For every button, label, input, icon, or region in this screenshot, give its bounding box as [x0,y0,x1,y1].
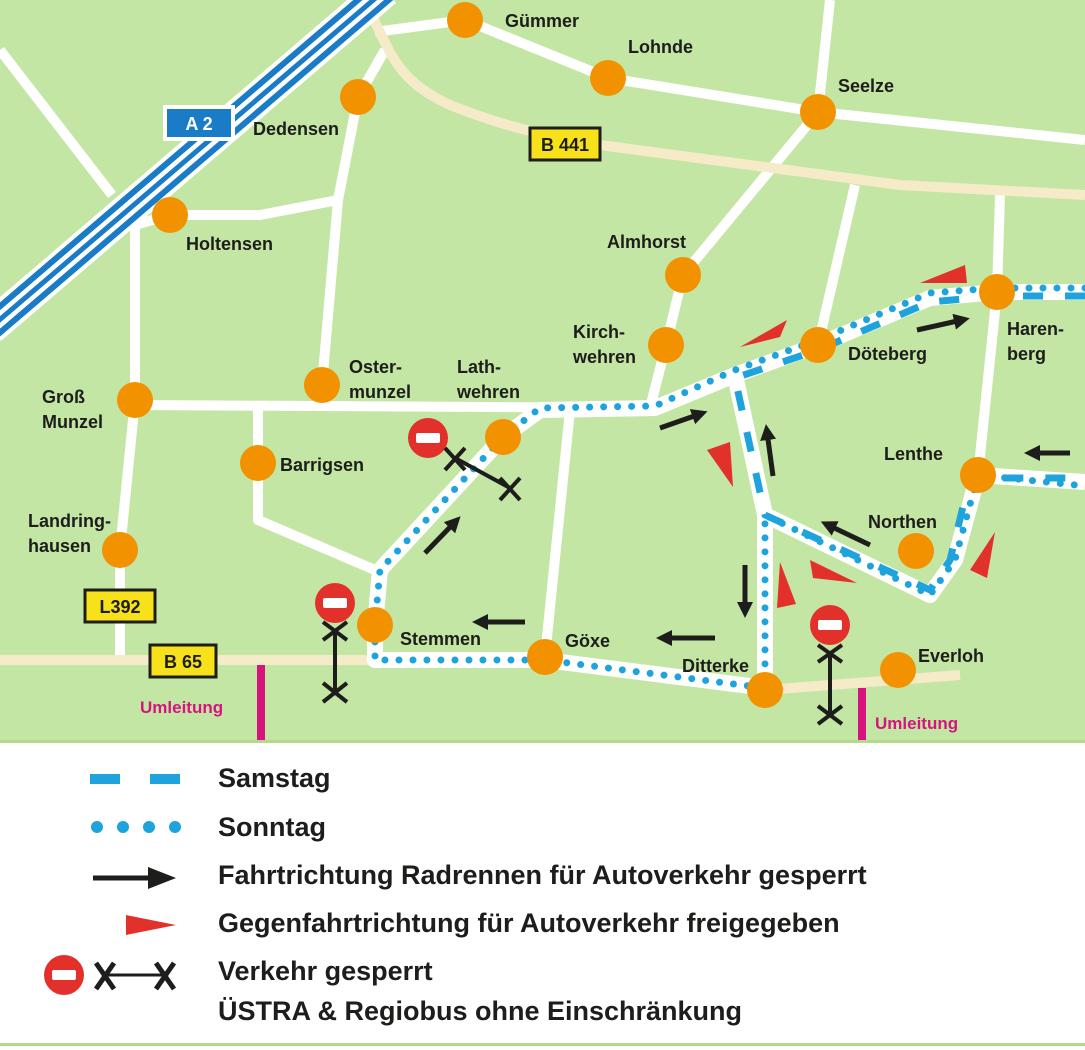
direction-arrows [423,313,1070,647]
town-harenberg-2: berg [1007,344,1046,364]
road-closures [315,418,850,726]
town-barrigsen: Barrigsen [280,455,364,475]
town-doeteberg: Döteberg [848,344,927,364]
town-lohnde: Lohnde [628,37,693,57]
detours: Umleitung Umleitung [140,665,958,740]
arrow-icon [760,424,777,477]
sign-b65: B 65 [148,643,218,679]
svg-text:L392: L392 [99,597,140,617]
town-almhorst: Almhorst [607,232,686,252]
town-gross-munzel-1: Groß [42,387,85,407]
no-entry-icon [810,605,850,645]
svg-text:B 441: B 441 [541,135,589,155]
race-route [367,284,1085,696]
sign-a2: A 2 [163,105,235,141]
no-entry-icon [315,583,355,623]
detour-label-west: Umleitung [140,698,223,717]
legend-samstag: Samstag [218,763,331,793]
town-markers [102,2,1015,708]
arrow-icon [659,409,708,431]
saturday-route [731,292,1085,594]
town-holtensen: Holtensen [186,234,273,254]
town-northen: Northen [868,512,937,532]
barrier-icon [321,446,844,726]
town-kirchwehren-2: wehren [572,347,636,367]
town-guemmer: Gümmer [505,11,579,31]
saturday-dash-icon [90,774,180,784]
closure-icon [44,955,177,995]
no-entry-icon [408,418,448,458]
town-goexe: Göxe [565,631,610,651]
legend-contra: Gegenfahrtrichtung für Autoverkehr freig… [218,908,840,938]
sign-l392: L392 [83,588,157,624]
direction-arrow-icon [93,867,176,889]
map-canvas: Gümmer Lohnde Seelze Dedensen Holtensen … [0,0,1085,740]
town-ditterke: Ditterke [682,656,749,676]
town-ostermunzel-1: Oster- [349,357,402,377]
town-gross-munzel-2: Munzel [42,412,103,432]
detour-label-east: Umleitung [875,714,958,733]
svg-text:B 65: B 65 [164,652,202,672]
motorway-a2 [0,0,397,341]
town-stemmen: Stemmen [400,629,481,649]
town-landringhausen-1: Landring- [28,511,111,531]
town-lathwehren-2: wehren [456,382,520,402]
town-harenberg-1: Haren- [1007,319,1064,339]
legend-closed-2: ÜSTRA & Regiobus ohne Einschränkung [218,996,743,1026]
town-dedensen: Dedensen [253,119,339,139]
arrow-icon [423,516,461,555]
legend-sonntag: Sonntag [218,812,326,842]
town-labels: Gümmer Lohnde Seelze Dedensen Holtensen … [28,11,1064,676]
legend-direction: Fahrtrichtung Radrennen für Autoverkehr … [218,860,867,890]
svg-text:A 2: A 2 [185,114,212,134]
town-landringhausen-2: hausen [28,536,91,556]
contra-triangle-icon [126,915,176,935]
sunday-dots-icon [91,821,181,833]
arrow-icon [820,521,872,548]
legend-closed-1: Verkehr gesperrt [218,956,433,986]
town-everloh: Everloh [918,646,984,666]
legend-symbols [44,774,181,995]
sign-b441: B 441 [528,126,602,162]
town-lenthe: Lenthe [884,444,943,464]
town-seelze: Seelze [838,76,894,96]
legend: Samstag Sonntag Fahrtrichtung Radrennen … [0,740,1085,1046]
town-ostermunzel-2: munzel [349,382,411,402]
arrow-icon [916,313,970,333]
local-roads [0,0,1085,660]
contra-direction-triangles [707,265,995,608]
town-kirchwehren-1: Kirch- [573,322,625,342]
town-lathwehren-1: Lath- [457,357,501,377]
